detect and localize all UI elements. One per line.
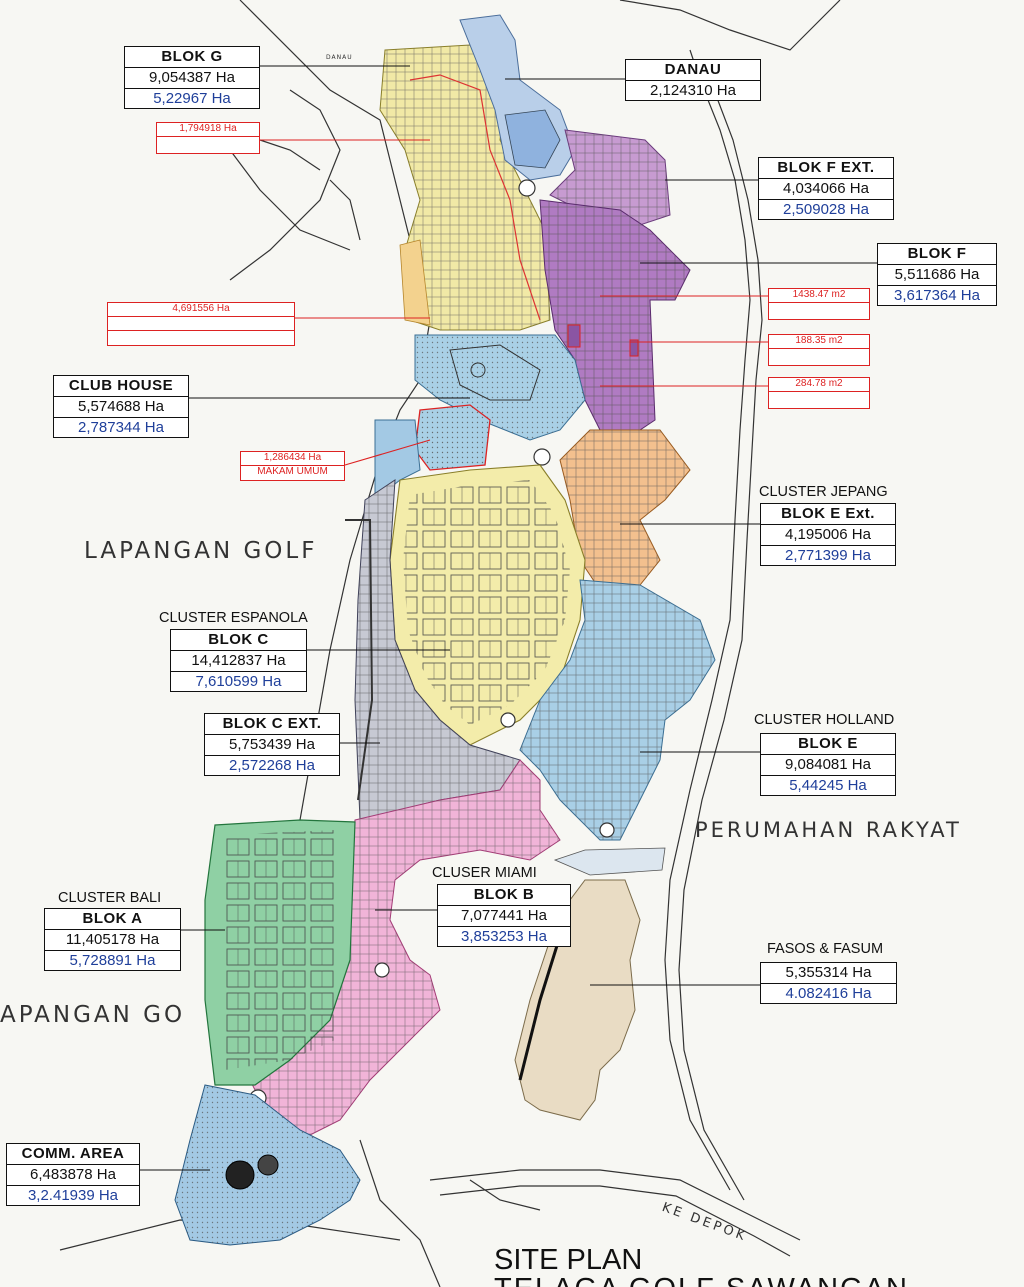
- club-house-label: CLUB HOUSE 5,574688 Ha 2,787344 Ha: [53, 375, 189, 438]
- red-box-1-empty: [157, 136, 259, 150]
- fasos-area-value: 5,355314 Ha: [785, 964, 872, 981]
- blok-e-ext-label: BLOK E Ext. 4,195006 Ha 2,771399 Ha: [760, 503, 896, 566]
- cluster-bali-label: CLUSTER BALI: [58, 890, 162, 906]
- blok-f-label: BLOK F 5,511686 Ha 3,617364 Ha: [877, 243, 997, 306]
- club-house-name: CLUB HOUSE: [68, 377, 174, 394]
- perumahan-rakyat-label: PERUMAHAN RAKYAT: [695, 818, 962, 842]
- fasos-fasum-label: 5,355314 Ha 4.082416 Ha: [760, 962, 897, 1004]
- makam-area-value: 1,286434 Ha: [263, 452, 322, 463]
- club-house-area-value: 5,574688 Ha: [54, 396, 188, 417]
- fasos-fasum-name: FASOS & FASUM: [767, 941, 884, 957]
- red-box-3-empty: [769, 302, 869, 316]
- red-box-3-value: 1438.47 m2: [792, 289, 846, 300]
- blok-e-ext-name: BLOK E Ext.: [781, 505, 875, 522]
- blok-c-ext-label: BLOK C EXT. 5,753439 Ha 2,572268 Ha: [204, 713, 340, 776]
- fasos-sub-value: 4.082416 Ha: [761, 983, 896, 1004]
- danau-area-value: 2,124310 Ha: [626, 80, 760, 101]
- blok-b-area-value: 7,077441 Ha: [438, 905, 570, 926]
- blok-g-area-value: 9,054387 Ha: [125, 67, 259, 88]
- cluster-espanola-label: CLUSTER ESPANOLA: [159, 610, 308, 626]
- blok-e-ext-area-value: 4,195006 Ha: [761, 524, 895, 545]
- fasos-fasum-area: [514, 879, 641, 1121]
- comm-area-name: COMM. AREA: [21, 1145, 125, 1162]
- blok-e-label: BLOK E 9,084081 Ha 5,44245 Ha: [760, 733, 896, 796]
- comm-area-area-value: 6,483878 Ha: [7, 1164, 139, 1185]
- blok-g-sub-value: 5,22967 Ha: [125, 88, 259, 109]
- danau-small-label: DANAU: [326, 54, 353, 61]
- comm-area-sub-value: 3,2.41939 Ha: [7, 1185, 139, 1206]
- blok-e-ext-sub-value: 2,771399 Ha: [761, 545, 895, 566]
- blok-a-name: BLOK A: [82, 910, 143, 927]
- blok-f-ext-area-value: 4,034066 Ha: [759, 178, 893, 199]
- site-plan-title: SITE PLAN: [494, 1244, 643, 1276]
- makam-name: MAKAM UMUM: [241, 465, 344, 479]
- danau-label: DANAU 2,124310 Ha: [625, 59, 761, 101]
- blok-c-ext-area-value: 5,753439 Ha: [205, 734, 339, 755]
- blok-c-name: BLOK C: [208, 631, 269, 648]
- red-box-5-empty: [769, 391, 869, 405]
- blok-g-name: BLOK G: [161, 48, 223, 65]
- cluster-jepang-label: CLUSTER JEPANG: [759, 484, 888, 500]
- red-box-4-value: 188.35 m2: [795, 335, 843, 346]
- site-plan-subtitle: TELAGA GOLF SAWANGAN: [494, 1273, 909, 1287]
- club-house-sub-value: 2,787344 Ha: [54, 417, 188, 438]
- lapangan-golf-label-2: APANGAN GO: [0, 1002, 186, 1028]
- red-box-3: 1438.47 m2: [768, 288, 870, 320]
- red-box-2-empty-1: [108, 316, 294, 330]
- red-box-5: 284.78 m2: [768, 377, 870, 409]
- leader-lines: [140, 65, 877, 1171]
- blok-e-sub-value: 5,44245 Ha: [761, 775, 895, 796]
- blok-f-sub-value: 3,617364 Ha: [878, 285, 996, 306]
- blok-f-name: BLOK F: [907, 245, 967, 262]
- blok-b-name: BLOK B: [473, 886, 535, 903]
- danau-name: DANAU: [664, 61, 722, 78]
- comm-area-label: COMM. AREA 6,483878 Ha 3,2.41939 Ha: [6, 1143, 140, 1206]
- cluster-holland-label: CLUSTER HOLLAND: [754, 712, 895, 728]
- blok-a-label: BLOK A 11,405178 Ha 5,728891 Ha: [44, 908, 181, 971]
- blok-f-ext-sub-value: 2,509028 Ha: [759, 199, 893, 220]
- blok-c-sub-value: 7,610599 Ha: [171, 671, 306, 692]
- red-box-2: 4,691556 Ha: [107, 302, 295, 346]
- red-box-1-value: 1,794918 Ha: [179, 123, 237, 134]
- blok-c-label: BLOK C 14,412837 Ha 7,610599 Ha: [170, 629, 307, 692]
- blok-c-area-value: 14,412837 Ha: [171, 650, 306, 671]
- blok-f-ext-label: BLOK F EXT. 4,034066 Ha 2,509028 Ha: [758, 157, 894, 220]
- lapangan-golf-label-1: LAPANGAN GOLF: [84, 538, 318, 564]
- blok-e-name: BLOK E: [798, 735, 858, 752]
- blok-c-ext-sub-value: 2,572268 Ha: [205, 755, 339, 776]
- red-leader-lines: [260, 139, 768, 466]
- blok-c-ext-name: BLOK C EXT.: [222, 715, 322, 732]
- blok-b-sub-value: 3,853253 Ha: [438, 926, 570, 947]
- blok-b-label: BLOK B 7,077441 Ha 3,853253 Ha: [437, 884, 571, 947]
- red-box-5-value: 284.78 m2: [795, 378, 843, 389]
- red-box-1: 1,794918 Ha: [156, 122, 260, 154]
- blok-f-ext-name: BLOK F EXT.: [777, 159, 875, 176]
- blok-a-sub-value: 5,728891 Ha: [45, 950, 180, 971]
- blok-g-label: BLOK G 9,054387 Ha 5,22967 Ha: [124, 46, 260, 109]
- blok-e-area-value: 9,084081 Ha: [761, 754, 895, 775]
- makam-umum-label: 1,286434 Ha MAKAM UMUM: [240, 451, 345, 481]
- red-box-4-empty: [769, 348, 869, 362]
- blok-a-area-value: 11,405178 Ha: [45, 929, 180, 950]
- red-box-2-value: 4,691556 Ha: [172, 303, 230, 314]
- red-box-4: 188.35 m2: [768, 334, 870, 366]
- cluser-miami-label: CLUSER MIAMI: [432, 865, 537, 881]
- blok-f-area-value: 5,511686 Ha: [878, 264, 996, 285]
- red-box-2-empty-2: [108, 330, 294, 344]
